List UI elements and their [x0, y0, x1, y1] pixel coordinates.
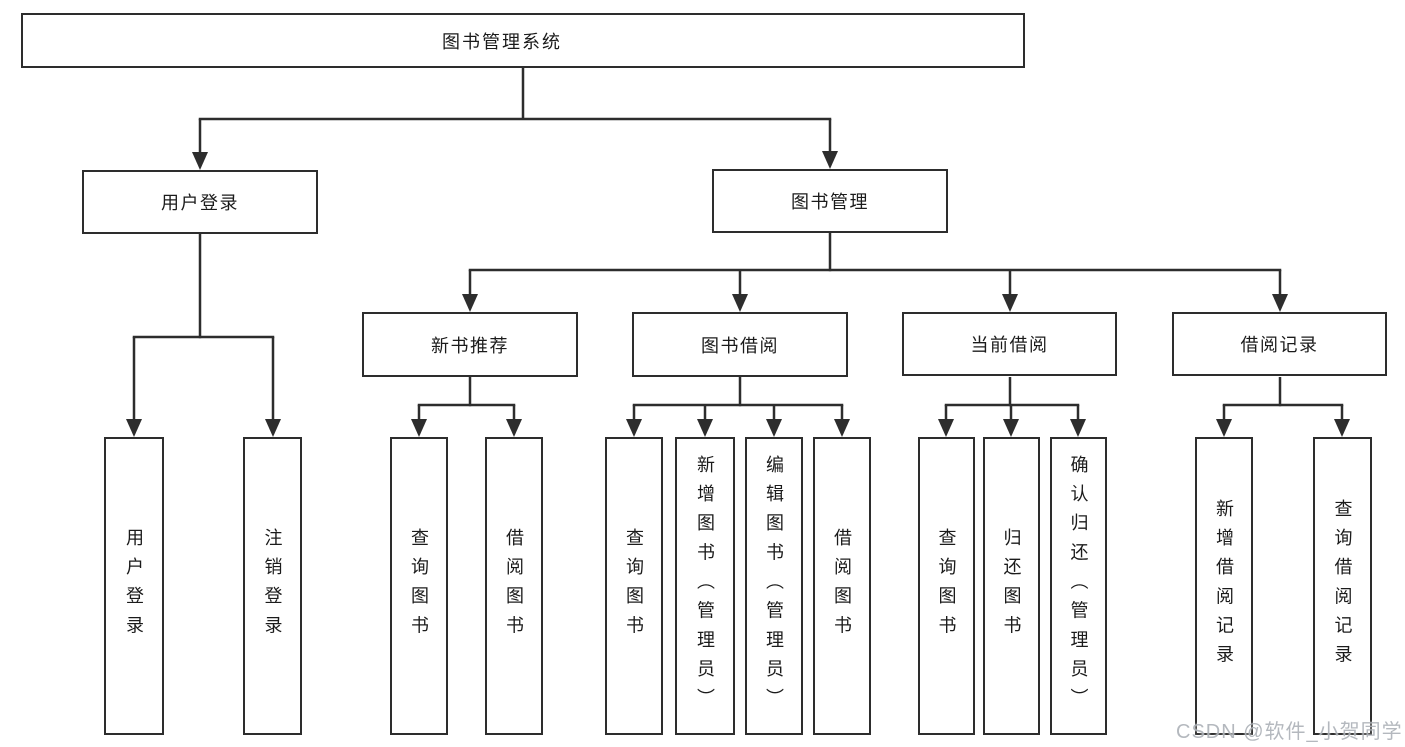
leaf-query-borrow-record: 查询借阅记录: [1313, 437, 1372, 735]
leaf-add-borrow-record: 新增借阅记录: [1195, 437, 1253, 735]
node-new-book-recommendation: 新书推荐: [362, 312, 578, 377]
node-library-management-system: 图书管理系统: [21, 13, 1025, 68]
node-book-management: 图书管理: [712, 169, 948, 233]
leaf-confirm-return-admin: 确认归还（管理员）: [1050, 437, 1107, 735]
leaf-query-books-borrowing: 查询图书: [605, 437, 663, 735]
leaf-borrow-books-recommend: 借阅图书: [485, 437, 543, 735]
leaf-query-books-recommend: 查询图书: [390, 437, 448, 735]
leaf-edit-book-admin: 编辑图书（管理员）: [745, 437, 803, 735]
leaf-logout: 注销登录: [243, 437, 302, 735]
csdn-watermark: CSDN @软件_小贺同学: [1176, 721, 1403, 743]
leaf-user-login: 用户登录: [104, 437, 164, 735]
node-current-borrowing: 当前借阅: [902, 312, 1117, 376]
node-borrowing-records: 借阅记录: [1172, 312, 1387, 376]
leaf-add-book-admin: 新增图书（管理员）: [675, 437, 735, 735]
leaf-borrow-books-borrowing: 借阅图书: [813, 437, 871, 735]
node-book-borrowing: 图书借阅: [632, 312, 848, 377]
node-user-login: 用户登录: [82, 170, 318, 234]
leaf-return-book: 归还图书: [983, 437, 1040, 735]
leaf-query-books-current: 查询图书: [918, 437, 975, 735]
